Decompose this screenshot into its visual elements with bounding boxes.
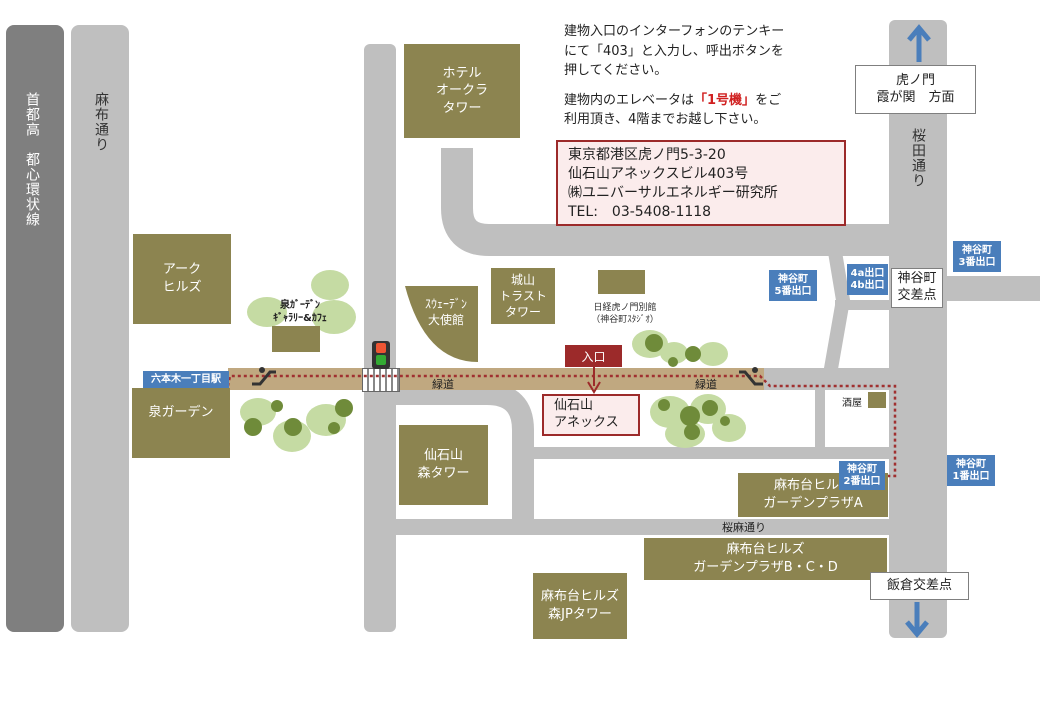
tree: [328, 422, 340, 434]
hotel-okura-tower: ホテル オークラ タワー: [404, 44, 520, 138]
address: 東京都港区虎ノ門5-3-20: [568, 147, 726, 163]
escalator-icon: [737, 366, 765, 388]
tree: [658, 399, 670, 411]
instruction-line: にて「403」と入力し、呼出ボタンを: [564, 43, 784, 59]
tree: [244, 418, 262, 436]
shuto-expressway: [6, 25, 64, 632]
arrow-up-icon: [905, 24, 933, 64]
company-name: ㈱ユニバーサルエネルギー研究所: [568, 184, 778, 201]
iikura-crossing-box: 飯倉交差点: [870, 572, 969, 600]
entrance-label: 入口: [565, 345, 622, 367]
entrance-arrow-icon: [586, 366, 602, 394]
exit-kamiyacho-4ab: 4a出口 4b出口: [847, 264, 888, 295]
tree: [698, 342, 728, 366]
tree: [680, 406, 700, 426]
telephone: TEL: 03-5408-1118: [568, 203, 712, 220]
instruction-line: 建物入口のインターフォンのテンキー: [564, 24, 785, 39]
instruction-line: 押してください。: [564, 63, 668, 78]
escalator-icon: [250, 366, 278, 388]
crosswalk: [362, 368, 400, 392]
north-direction-box: 虎ノ門 霞が関 方面: [855, 65, 976, 114]
mid-road: [530, 447, 890, 459]
sakuraasa-dori: [396, 519, 890, 535]
izumi-gallery-building: [272, 326, 320, 352]
tree: [247, 297, 287, 327]
liquor-label: 酒屋: [842, 398, 862, 409]
address-box: 東京都港区虎ノ門5-3-20 仙石山アネックスビル403号 ㈱ユニバーサルエネル…: [556, 140, 846, 226]
tree: [645, 334, 663, 352]
azabudai-garden-plaza-a: 麻布台ヒルズ ガーデンプラザA: [738, 473, 888, 517]
instructions: 建物入口のインターフォンのテンキー にて「403」と入力し、呼出ボタンを 押して…: [564, 22, 854, 130]
greenway-label-left: 緑道: [432, 378, 454, 391]
diagonal-road: [815, 238, 865, 382]
exit-kamiyacho-2: 神谷町 2番出口: [839, 461, 885, 490]
sweden-embassy: ｽｳｪｰﾃﾞﾝ 大使館: [424, 297, 467, 328]
building-name: 仙石山アネックスビル403号: [568, 165, 749, 182]
arrow-down-icon: [903, 600, 931, 638]
liquor-store: [868, 392, 886, 408]
shiroyama-trust-tower: 城山 トラスト タワー: [491, 268, 555, 324]
sakurada-dori-label: 桜田通り: [910, 128, 926, 188]
exit-kamiyacho-1: 神谷町 1番出口: [947, 455, 995, 486]
sengokuyama-mori-tower: 仙石山 森タワー: [399, 425, 488, 505]
tree: [684, 424, 700, 440]
curved-road: [441, 148, 901, 258]
azabudai-garden-plaza-bcd: 麻布台ヒルズ ガーデンプラザB・C・D: [644, 538, 887, 580]
ark-hills: アーク ヒルズ: [133, 234, 231, 324]
traffic-light-icon: [372, 341, 390, 369]
tree: [311, 270, 349, 300]
connector-road: [835, 300, 895, 310]
sengokuyama-annex: 仙石山 アネックス: [542, 394, 640, 436]
kamiyacho-east-road: [945, 276, 1040, 301]
center-road: [364, 44, 396, 632]
tree: [660, 342, 688, 364]
nikkei-annex-building: [598, 270, 645, 294]
azabudai-mori-jp-tower: 麻布台ヒルズ 森JPタワー: [533, 573, 627, 639]
greenway-path: [228, 368, 764, 390]
shuto-label: 首都高 都心環状線: [24, 92, 40, 227]
tree: [702, 400, 718, 416]
station-roppongi-itchome: 六本木一丁目駅: [143, 371, 229, 388]
izumi-garden: 泉ガーデン: [132, 388, 230, 458]
instruction-line: 利用頂き、4階までお越し下さい。: [564, 112, 767, 127]
tree: [668, 357, 678, 367]
sweden-embassy-shape: [405, 286, 478, 362]
tree: [720, 416, 730, 426]
kamiyacho-crossing-box: 神谷町 交差点: [891, 268, 943, 308]
greenway-label-right: 緑道: [695, 378, 717, 391]
tree: [271, 400, 283, 412]
exit-kamiyacho-3: 神谷町 3番出口: [953, 241, 1001, 272]
liquor-road: [815, 375, 825, 450]
tree: [284, 418, 302, 436]
nikkei-label: 日経虎ノ門別館 （神谷町ｽﾀｼﾞｵ）: [591, 303, 659, 325]
sakurada-dori: [889, 20, 947, 638]
azabu-dori-label: 麻布通り: [93, 92, 109, 152]
exit-kamiyacho-5: 神谷町 5番出口: [769, 270, 817, 301]
sakuraasa-label: 桜麻通り: [722, 521, 766, 534]
tree: [335, 399, 353, 417]
instruction-line: 建物内のエレベータは「1号機」をご: [564, 92, 782, 108]
tree: [685, 346, 701, 362]
azabu-dori: [71, 25, 129, 632]
izumi-gallery-label: 泉ｶﾞｰﾃﾞﾝ ｷﾞｬﾗﾘｰ&ｶﾌｪ: [273, 300, 327, 324]
